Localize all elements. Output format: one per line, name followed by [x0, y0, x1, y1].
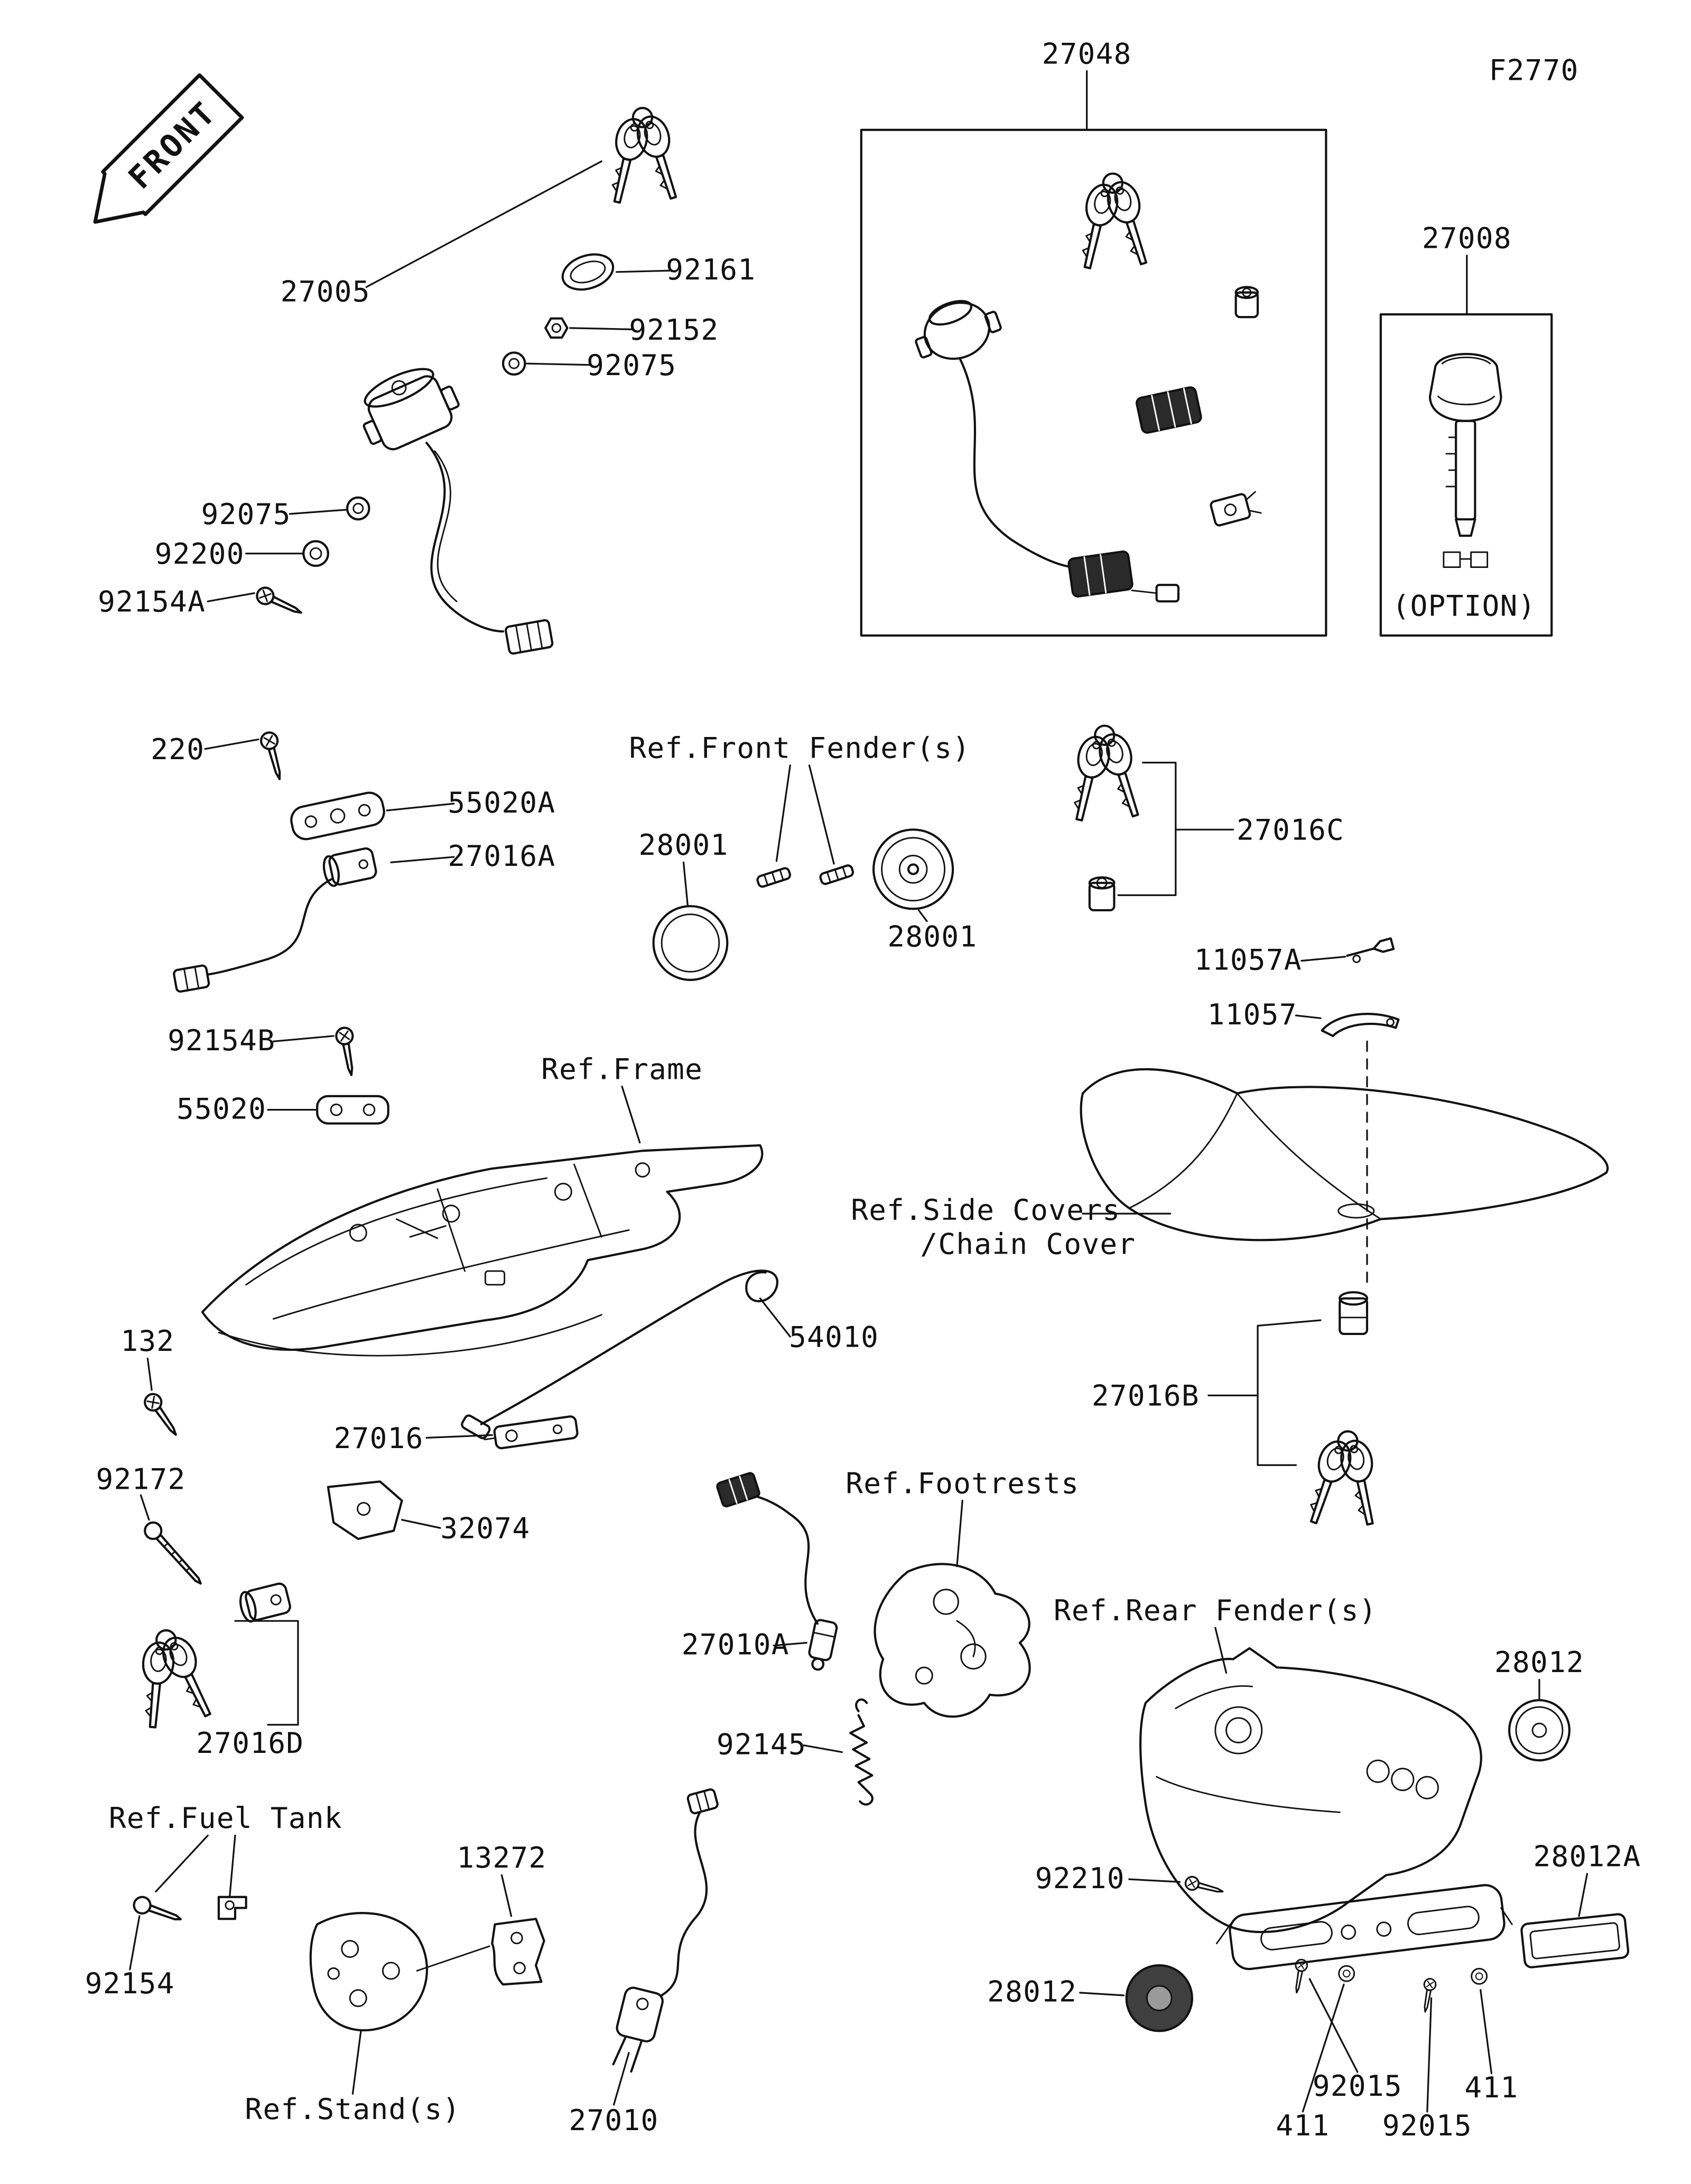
part-label-28012b: 28012	[987, 1975, 1077, 2009]
part-label-92152: 92152	[629, 313, 719, 347]
part-label-32074: 32074	[440, 1512, 531, 1545]
ref-frame: Ref.Frame	[541, 1053, 703, 1086]
part-label-54010: 54010	[789, 1321, 879, 1354]
ref-stands: Ref.Stand(s)	[245, 2093, 461, 2126]
ignition-kit-27048-drawing	[860, 70, 1327, 637]
ref-chain-cover: /Chain Cover	[920, 1228, 1136, 1261]
part-label-27016: 27016	[333, 1422, 424, 1455]
part-label-220: 220	[151, 733, 205, 767]
seat-lock-27016A-drawing	[173, 731, 455, 993]
part-label-411a: 411	[1464, 2071, 1519, 2104]
part-label-55020: 55020	[176, 1093, 267, 1126]
seat-side-cover-drawing	[1080, 1068, 1609, 1242]
part-label-27016B: 27016B	[1091, 1379, 1200, 1413]
frame-drawing	[201, 1086, 764, 1357]
footrest-bracket-drawing	[874, 1499, 1031, 1718]
cable-54010-drawing	[461, 1270, 791, 1440]
fender-fasteners-drawing	[1290, 1958, 1493, 2113]
part-label-92154: 92154	[85, 1967, 175, 2001]
reflector-28012-top-drawing	[1508, 1678, 1571, 1762]
seat-brackets-11057-drawing	[1295, 937, 1400, 1283]
part-label-92145: 92145	[716, 1728, 806, 1761]
option-key-27008-drawing	[1379, 255, 1553, 637]
lock-27016D-drawing	[125, 1582, 299, 1732]
part-label-92075b: 92075	[201, 498, 291, 531]
reflector-28012-bottom-drawing	[1079, 1964, 1193, 2032]
option-label: (OPTION)	[1392, 590, 1536, 623]
part-label-27016A: 27016A	[448, 839, 556, 873]
part-label-92210: 92210	[1035, 1862, 1125, 1895]
part-label-11057: 11057	[1207, 998, 1297, 1031]
part-label-92154B: 92154B	[168, 1024, 276, 1058]
part-label-27016D: 27016D	[196, 1726, 304, 1760]
lock-27016C-drawing	[1065, 726, 1234, 912]
fuel-tank-hardware-drawing	[129, 1834, 247, 1971]
spring-92145-drawing	[803, 1698, 874, 1806]
part-label-28001a: 28001	[638, 829, 729, 862]
ignition-switch-27005-drawing	[207, 108, 687, 654]
part-label-27010: 27010	[569, 2104, 659, 2137]
part-label-92154A: 92154A	[98, 585, 206, 619]
part-label-27005: 27005	[280, 275, 370, 309]
part-label-92172: 92172	[96, 1463, 186, 1496]
part-label-27010A: 27010A	[681, 1628, 789, 1662]
part-label-27048: 27048	[1042, 38, 1132, 71]
part-label-92015b: 92015	[1382, 2110, 1472, 2143]
part-label-55020A: 55020A	[448, 786, 556, 819]
part-label-28012A: 28012A	[1533, 1840, 1641, 1873]
latch-27016-drawing	[425, 1415, 579, 1450]
part-label-13272: 13272	[457, 1841, 547, 1875]
part-label-92161: 92161	[666, 253, 756, 286]
part-label-411b: 411	[1276, 2110, 1330, 2143]
part-label-28001b: 28001	[887, 920, 978, 954]
ref-rear-fender: Ref.Rear Fender(s)	[1053, 1594, 1377, 1627]
bracket-55020-drawing	[267, 1026, 389, 1125]
bracket-32074-drawing	[327, 1480, 441, 1541]
part-label-132: 132	[120, 1325, 175, 1358]
reflector-28012A-drawing	[1520, 1873, 1630, 1968]
part-label-28012a: 28012	[1494, 1646, 1584, 1679]
screw-92210-drawing	[1128, 1874, 1225, 1899]
ref-fuel-tank: Ref.Fuel Tank	[108, 1802, 342, 1835]
front-fender-grommets-drawing	[652, 764, 954, 981]
lock-27016B-drawing	[1207, 1291, 1393, 1533]
ref-front-fender: Ref.Front Fender(s)	[629, 732, 971, 765]
switch-27010-drawing	[612, 1788, 719, 2106]
transponder-icon	[1443, 551, 1489, 568]
plate-13272-drawing	[491, 1874, 545, 1986]
part-label-27008: 27008	[1421, 222, 1512, 255]
part-label-92075a: 92075	[587, 349, 677, 382]
bolt-92172-drawing	[140, 1494, 202, 1585]
ref-footrests: Ref.Footrests	[846, 1467, 1080, 1500]
figure-code: F2770	[1489, 54, 1579, 87]
ref-side-covers: Ref.Side Covers	[851, 1193, 1121, 1227]
part-label-92015a: 92015	[1312, 2070, 1402, 2103]
front-arrow: FRONT	[93, 73, 244, 224]
bolt-132-drawing	[142, 1357, 182, 1439]
stand-bracket-drawing	[309, 1912, 490, 2095]
part-label-27016C: 27016C	[1237, 814, 1345, 847]
switch-27010A-drawing	[716, 1472, 838, 1671]
rear-fender-drawing	[1139, 1627, 1513, 1971]
part-label-92200: 92200	[154, 537, 245, 571]
part-label-11057A: 11057A	[1194, 944, 1302, 977]
